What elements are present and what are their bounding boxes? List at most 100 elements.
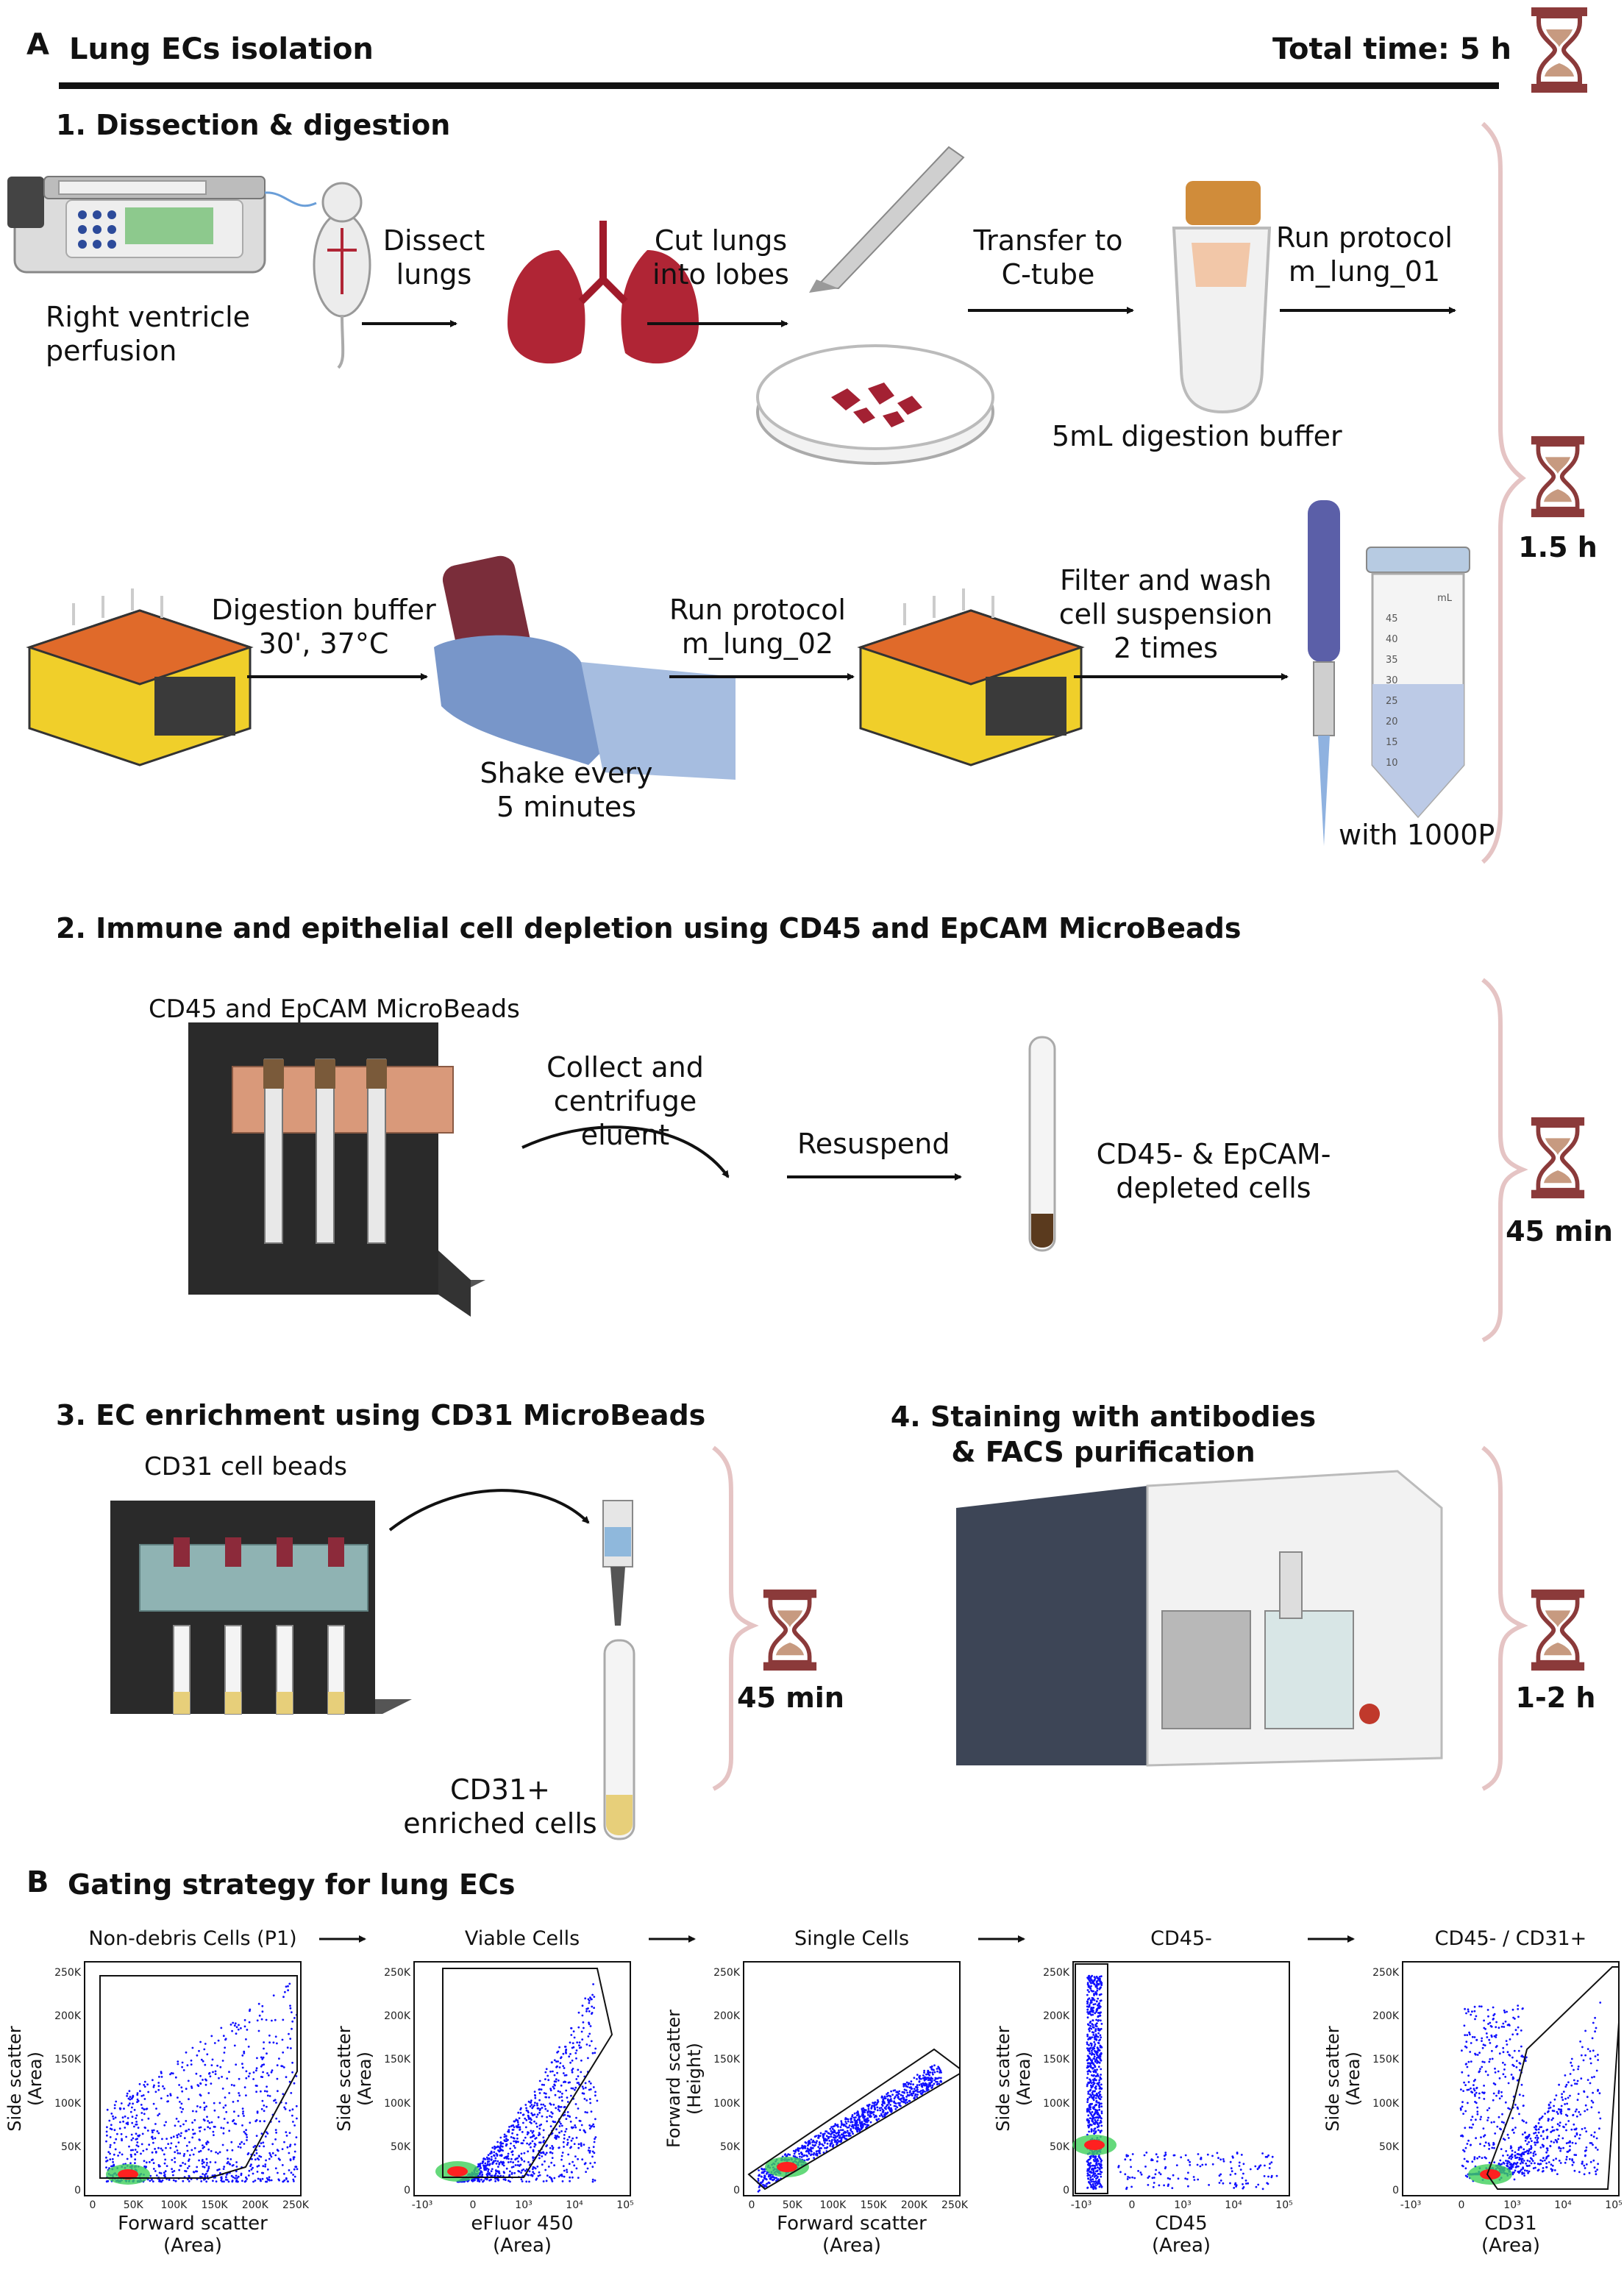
y-tick-label: 50K: [61, 2141, 81, 2153]
arrow-enrich: [388, 1489, 590, 1531]
panel-b-title: Gating strategy for lung ECs: [68, 1868, 516, 1901]
step4-time: 1-2 h: [1515, 1682, 1596, 1714]
y-tick-label: 250K: [1043, 1967, 1069, 1979]
perfusion-label: Right ventricle perfusion: [46, 301, 251, 367]
x-tick-label: 100K: [160, 2199, 188, 2211]
brace-step2: [1481, 978, 1528, 1342]
syringe-pump-icon: [7, 176, 317, 274]
run1-label: Run protocol m_lung_01: [1276, 221, 1453, 288]
y-tick-label: 150K: [1372, 2054, 1399, 2066]
x-tick-label: 10³: [515, 2199, 533, 2211]
pipette-icon: [1308, 500, 1340, 846]
gate-polygon: [1075, 1963, 1108, 2194]
gate-plot-frame: [1072, 1961, 1290, 2196]
x-tick-label: 250K: [282, 2199, 309, 2211]
x-tick-label: 100K: [819, 2199, 847, 2211]
digestion-label: Digestion buffer 30', 37°C: [211, 594, 436, 660]
panel-b-letter: B: [26, 1865, 49, 1899]
y-tick-label: 250K: [713, 1967, 740, 1979]
x-tick-label: 150K: [860, 2199, 887, 2211]
y-tick-label: 200K: [1372, 2010, 1399, 2023]
resuspend-label: Resuspend: [797, 1128, 950, 1160]
y-tick-label: 150K: [384, 2054, 410, 2066]
gate-polygon: [1486, 1966, 1620, 2190]
y-axis-label: Side scatter (Area): [993, 2026, 1034, 2132]
x-tick-label: -10³: [411, 2199, 433, 2211]
y-tick-label: 0: [733, 2185, 740, 2196]
x-tick-label: 10⁴: [1225, 2199, 1242, 2211]
brace-step3: [712, 1445, 759, 1791]
test-tube-icon-step2: [1028, 1036, 1056, 1252]
gate-polygon: [442, 1968, 613, 2178]
gate-plot-frame: [413, 1961, 631, 2196]
x-axis-label: Forward scatter (Area): [777, 2213, 927, 2257]
magnetic-rack-icon-step2: [188, 1022, 485, 1317]
gate-plot-frame: [84, 1961, 302, 2196]
brace-step1: [1481, 121, 1526, 864]
dissociator-icon-2: [857, 588, 1085, 766]
y-axis-label: Side scatter (Area): [1322, 2026, 1364, 2132]
petri-dish-icon: [756, 344, 994, 465]
filter-label: Filter and wash cell suspension 2 times: [1058, 564, 1273, 664]
x-tick-label: 200K: [241, 2199, 268, 2211]
x-tick-label: 10⁵: [1275, 2199, 1293, 2211]
step3-beads-label: CD31 cell beads: [144, 1452, 347, 1481]
x-tick-label: 0: [469, 2199, 477, 2211]
enriched-label: CD31+ enriched cells: [403, 1773, 597, 1840]
y-tick-label: 50K: [391, 2141, 410, 2153]
hourglass-icon-step2: [1531, 1117, 1584, 1198]
pipette-label: with 1000P: [1339, 819, 1495, 851]
x-axis-label: CD45 (Area): [1151, 2213, 1211, 2257]
y-tick-label: 100K: [54, 2097, 81, 2110]
x-tick-label: 10⁴: [566, 2199, 583, 2211]
magnetic-rack-icon-step3: [110, 1501, 412, 1715]
header-rule: [59, 82, 1499, 89]
gate-plot-title: CD45-: [1150, 1927, 1212, 1950]
x-axis-label: CD31 (Area): [1481, 2213, 1541, 2257]
y-tick-label: 250K: [1372, 1967, 1399, 1979]
y-axis-label: Forward scatter (Height): [663, 2010, 705, 2149]
gate-plot-title: Non-debris Cells (P1): [88, 1927, 297, 1950]
arrow-collect: [521, 1125, 730, 1178]
y-tick-label: 100K: [384, 2097, 410, 2110]
x-tick-label: -10³: [1070, 2199, 1092, 2211]
scalpel-icon: [809, 146, 965, 293]
x-tick-label: 10⁵: [1605, 2199, 1623, 2211]
y-tick-label: 250K: [384, 1967, 410, 1979]
gate-plot-title: Viable Cells: [464, 1927, 580, 1950]
x-axis-label: eFluor 450 (Area): [471, 2213, 574, 2257]
step3-title: 3. EC enrichment using CD31 MicroBeads: [56, 1399, 706, 1431]
x-axis-label: Forward scatter (Area): [118, 2213, 268, 2257]
gate-plot-title: CD45- / CD31+: [1434, 1927, 1587, 1950]
brace-step4: [1481, 1445, 1528, 1791]
transfer-label: Transfer to C-tube: [973, 224, 1123, 291]
test-tube-icon-step3: [603, 1639, 635, 1840]
buffer-label: 5mL digestion buffer: [1052, 420, 1342, 452]
y-tick-label: 200K: [1043, 2010, 1069, 2023]
step2-title: 2. Immune and epithelial cell depletion …: [56, 912, 1242, 944]
step1-title: 1. Dissection & digestion: [56, 109, 451, 141]
gate-polygon: [99, 1975, 298, 2179]
y-tick-label: 200K: [54, 2010, 81, 2023]
y-axis-label: Side scatter (Area): [334, 2026, 375, 2132]
gate-polygon: [747, 2048, 961, 2191]
x-tick-label: 10⁴: [1554, 2199, 1572, 2211]
gate-plot-frame: [743, 1961, 961, 2196]
y-tick-label: 0: [1063, 2185, 1069, 2196]
collect-label: Collect and centrifuge eluent: [546, 1051, 704, 1151]
x-tick-label: 10⁵: [616, 2199, 634, 2211]
y-tick-label: 250K: [54, 1967, 81, 1979]
x-tick-label: 200K: [900, 2199, 927, 2211]
x-tick-label: -10³: [1400, 2199, 1422, 2211]
depleted-label: CD45- & EpCAM- depleted cells: [1096, 1138, 1331, 1204]
y-tick-label: 50K: [1050, 2141, 1069, 2153]
column-icon-step3: [602, 1500, 633, 1626]
hourglass-icon-total: [1531, 7, 1587, 93]
hourglass-icon-step1: [1531, 436, 1584, 517]
hourglass-icon-step3: [763, 1590, 816, 1671]
step4-title: 4. Staining with antibodies & FACS purif…: [890, 1401, 1317, 1468]
step2-time: 45 min: [1506, 1215, 1613, 1248]
y-tick-label: 200K: [713, 2010, 740, 2023]
panel-a-letter: A: [26, 28, 49, 62]
